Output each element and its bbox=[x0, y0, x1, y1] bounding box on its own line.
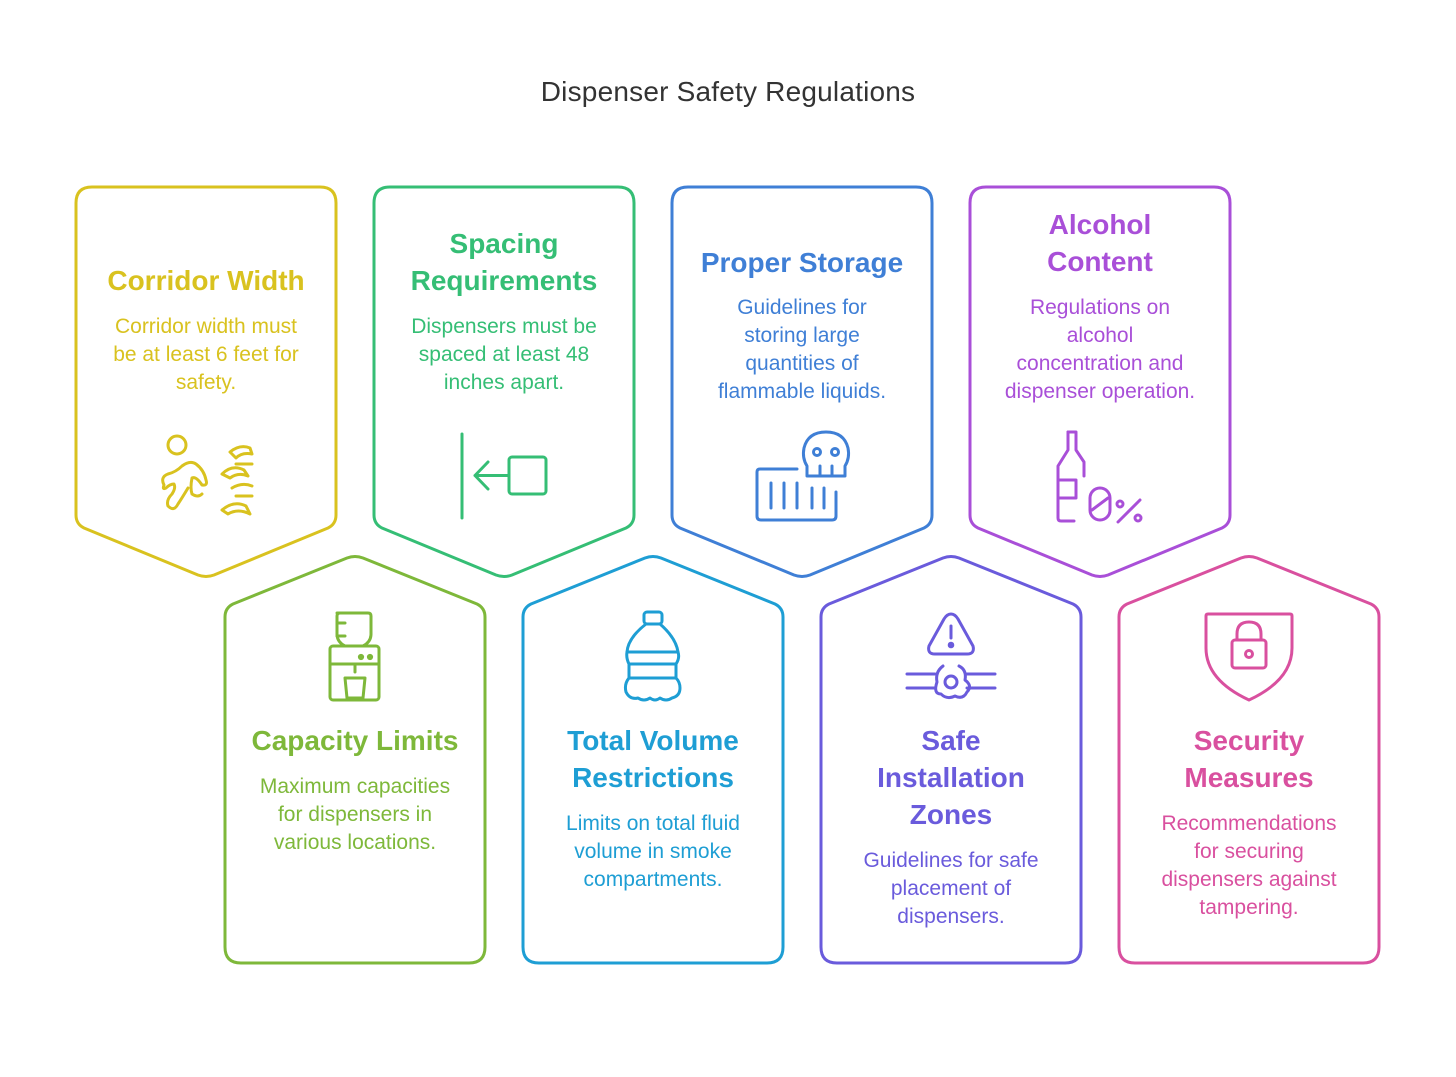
card-security-measures: Security Measures Recommendations for se… bbox=[1118, 722, 1380, 922]
shield-lock-icon bbox=[1204, 612, 1294, 702]
page-title: Dispenser Safety Regulations bbox=[540, 76, 916, 107]
toxic-container-skull-icon bbox=[755, 430, 851, 522]
card-heading: Security Measures bbox=[1184, 725, 1314, 793]
card-capacity-limits: Capacity Limits Maximum capacities for d… bbox=[224, 722, 486, 857]
card-safe-installation-zones: Safe Installation Zones Guidelines for s… bbox=[820, 722, 1082, 931]
card-outline-capacity-limits bbox=[223, 555, 487, 965]
card-proper-storage: Proper Storage Guidelines for storing la… bbox=[671, 244, 933, 406]
pipe-valve-warning-icon bbox=[905, 612, 997, 700]
card-total-volume-restrictions: Total Volume Restrictions Limits on tota… bbox=[522, 722, 784, 894]
card-description: Recommendations for securing dispensers … bbox=[1161, 812, 1337, 919]
card-heading: Capacity Limits bbox=[251, 725, 459, 756]
card-description: Corridor width must be at least 6 feet f… bbox=[113, 315, 299, 394]
card-heading: Alcohol Content bbox=[1047, 209, 1153, 277]
card-heading: Spacing Requirements bbox=[410, 228, 598, 296]
card-heading: Total Volume Restrictions bbox=[567, 725, 739, 793]
card-description: Maximum capacities for dispensers in var… bbox=[259, 775, 451, 854]
card-outline-spacing-requirements bbox=[372, 185, 636, 578]
card-alcohol-content: Alcohol Content Regulations on alcohol c… bbox=[969, 206, 1231, 406]
card-heading: Proper Storage bbox=[700, 247, 904, 278]
card-description: Regulations on alcohol concentration and… bbox=[1004, 296, 1196, 403]
plastic-bottle-icon bbox=[623, 610, 682, 702]
card-outline-security-measures bbox=[1117, 555, 1381, 965]
card-description: Limits on total fluid volume in smoke co… bbox=[566, 812, 740, 891]
card-spacing-requirements: Spacing Requirements Dispensers must be … bbox=[373, 225, 635, 397]
card-outline-alcohol-content bbox=[968, 185, 1232, 578]
card-heading: Safe Installation Zones bbox=[877, 725, 1025, 830]
card-outline-proper-storage bbox=[670, 185, 934, 578]
card-description: Guidelines for safe placement of dispens… bbox=[863, 849, 1039, 928]
water-cooler-icon bbox=[328, 611, 381, 702]
running-person-wind-icon bbox=[161, 434, 254, 516]
card-description: Dispensers must be spaced at least 48 in… bbox=[411, 315, 597, 394]
card-outline-safe-installation-zones bbox=[819, 555, 1083, 965]
card-description: Guidelines for storing large quantities … bbox=[717, 296, 887, 403]
card-heading: Corridor Width bbox=[107, 265, 305, 296]
align-left-arrow-icon bbox=[460, 432, 548, 520]
card-outline-total-volume-restrictions bbox=[521, 555, 785, 965]
card-outline-corridor-width bbox=[74, 185, 338, 578]
bottle-percent-icon bbox=[1056, 430, 1143, 524]
card-corridor-width: Corridor Width Corridor width must be at… bbox=[75, 262, 337, 397]
